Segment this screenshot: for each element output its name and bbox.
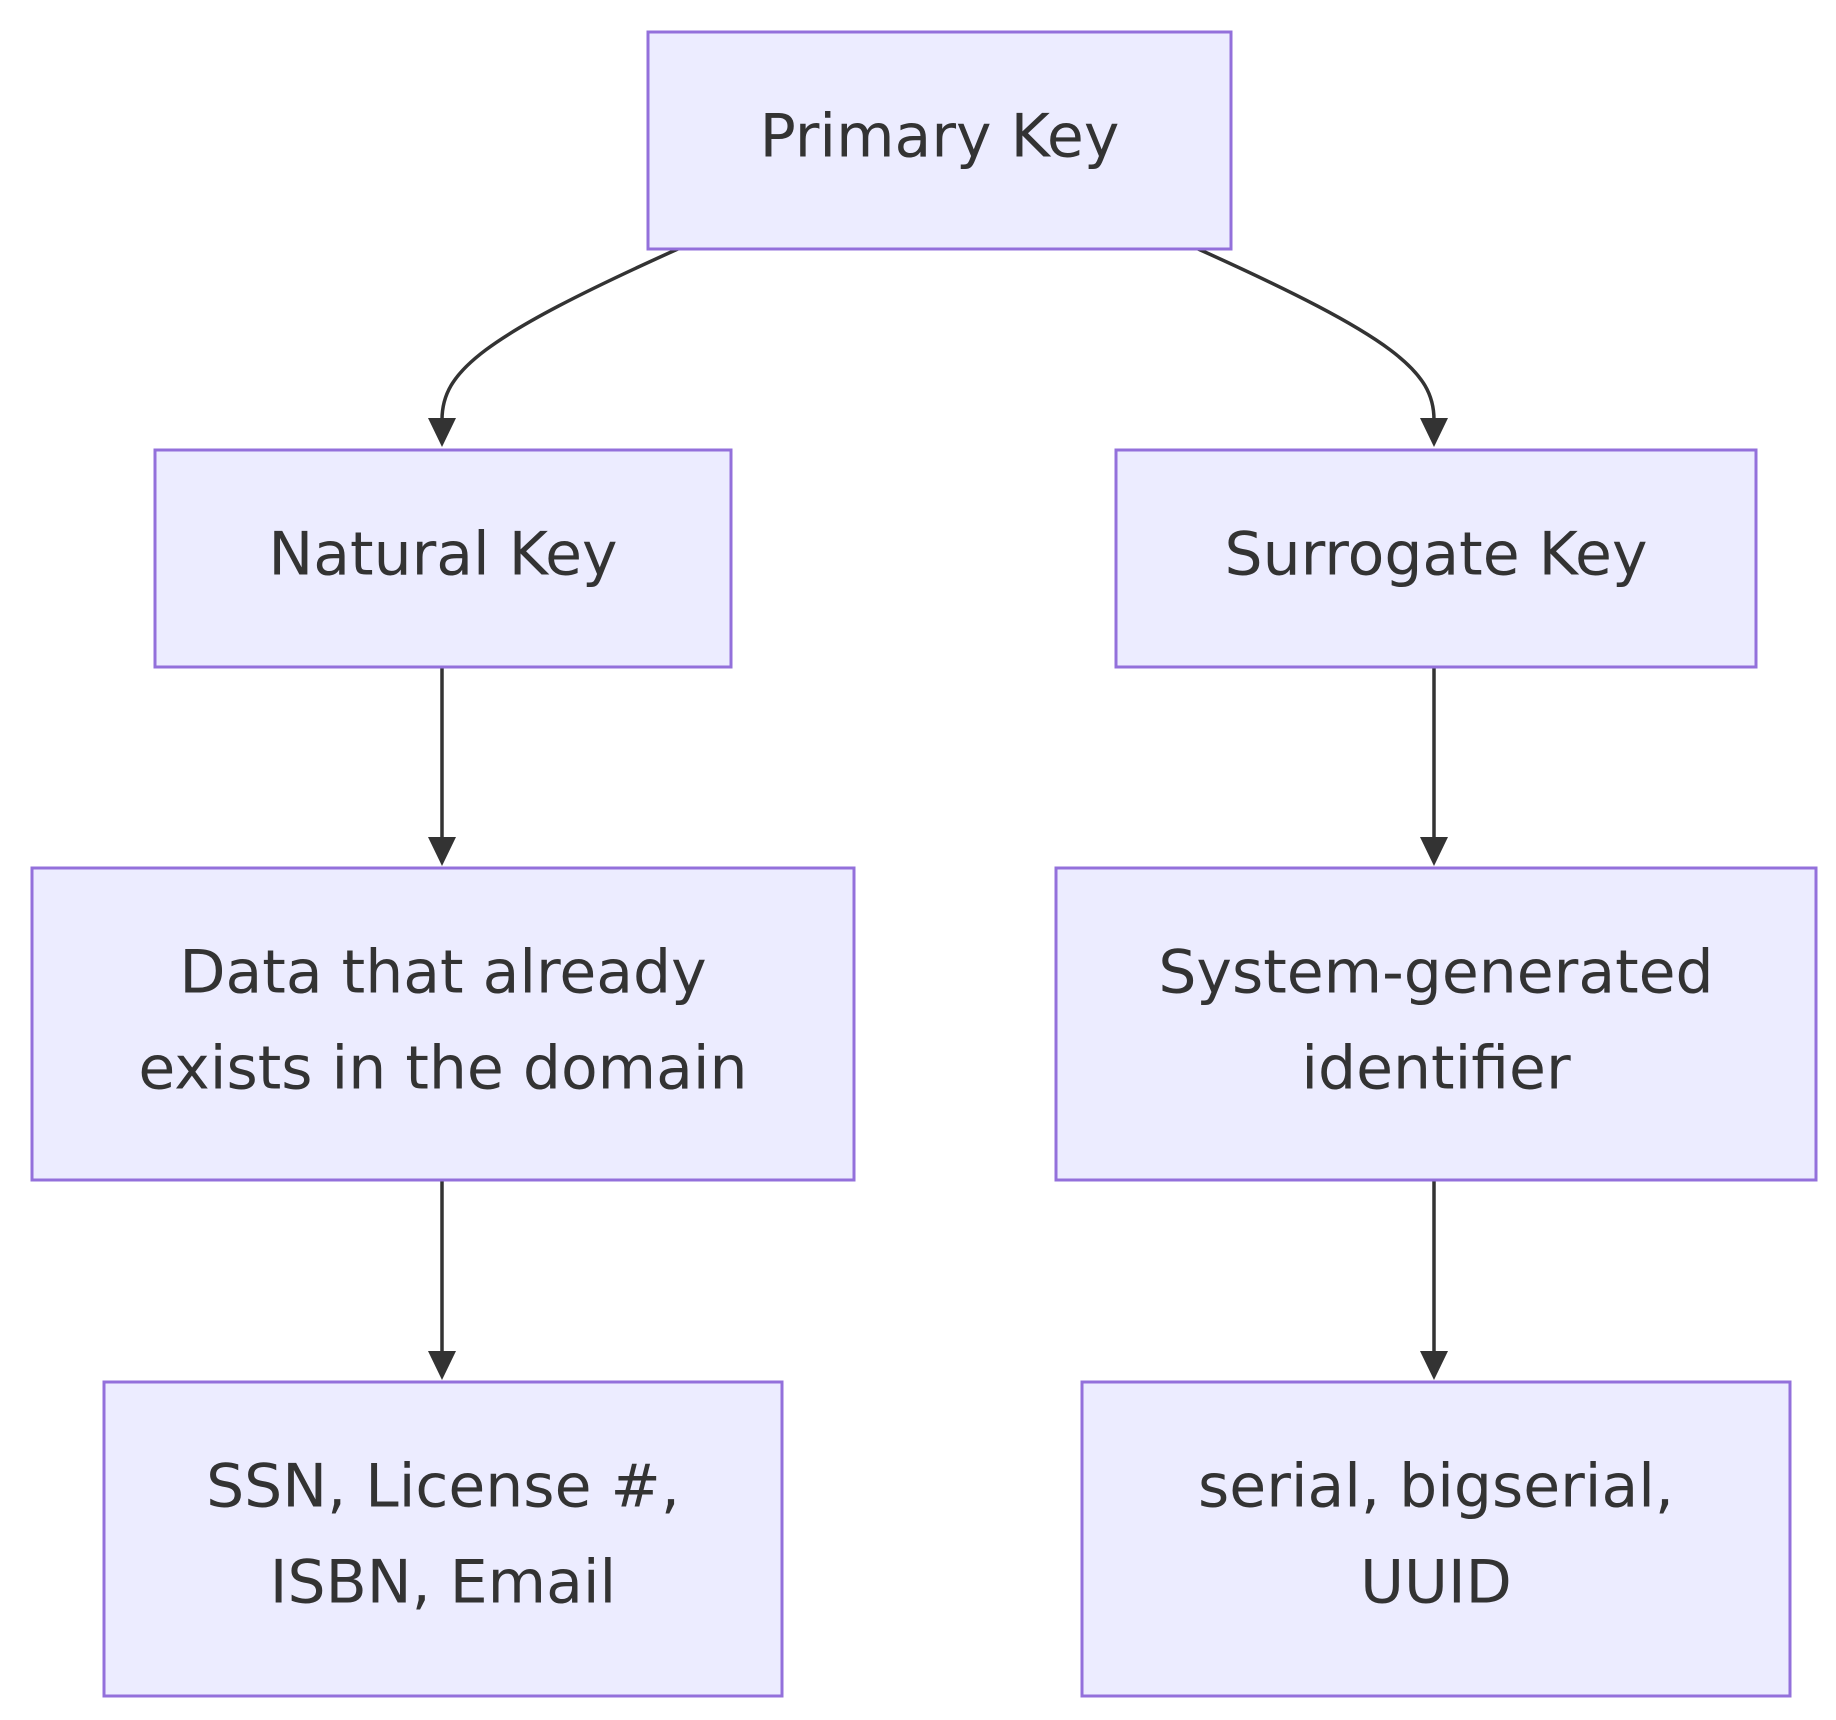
- node-surrogate-description-line-1: System-generated: [1158, 938, 1713, 1008]
- arrowhead-natural-key: [428, 418, 456, 447]
- node-natural-description-line-2: exists in the domain: [138, 1034, 747, 1104]
- node-natural-key-label: Natural Key: [268, 520, 617, 590]
- node-surrogate-key: Surrogate Key: [1114, 448, 1758, 669]
- node-surrogate-examples-line-2: UUID: [1360, 1548, 1512, 1618]
- arrowhead-natural-desc: [428, 837, 456, 866]
- node-surrogate-key-label: Surrogate Key: [1225, 520, 1648, 590]
- node-natural-examples: SSN, License #, ISBN, Email: [102, 1380, 784, 1698]
- node-natural-description-line-1: Data that already: [179, 938, 706, 1008]
- node-surrogate-description-line-2: identifier: [1301, 1034, 1571, 1104]
- node-natural-examples-line-1: SSN, License #,: [206, 1452, 680, 1522]
- arrowhead-surrogate-desc: [1420, 837, 1448, 866]
- arrowhead-surrogate-key: [1420, 418, 1448, 447]
- node-surrogate-examples-line-1: serial, bigserial,: [1198, 1452, 1674, 1522]
- node-natural-key: Natural Key: [153, 448, 733, 669]
- node-primary-key: Primary Key: [646, 30, 1233, 251]
- edge-primary-to-natural: [440, 246, 681, 421]
- node-primary-key-label: Primary Key: [760, 102, 1120, 172]
- edge-primary-to-surrogate: [1195, 246, 1436, 421]
- node-surrogate-examples: serial, bigserial, UUID: [1080, 1380, 1792, 1698]
- node-natural-examples-line-2: ISBN, Email: [270, 1548, 616, 1618]
- node-surrogate-description: System-generated identifier: [1054, 866, 1818, 1182]
- node-natural-description: Data that already exists in the domain: [30, 866, 856, 1182]
- arrowhead-surrogate-examples: [1420, 1351, 1448, 1380]
- edges: [428, 246, 1448, 1380]
- arrowhead-natural-examples: [428, 1351, 456, 1380]
